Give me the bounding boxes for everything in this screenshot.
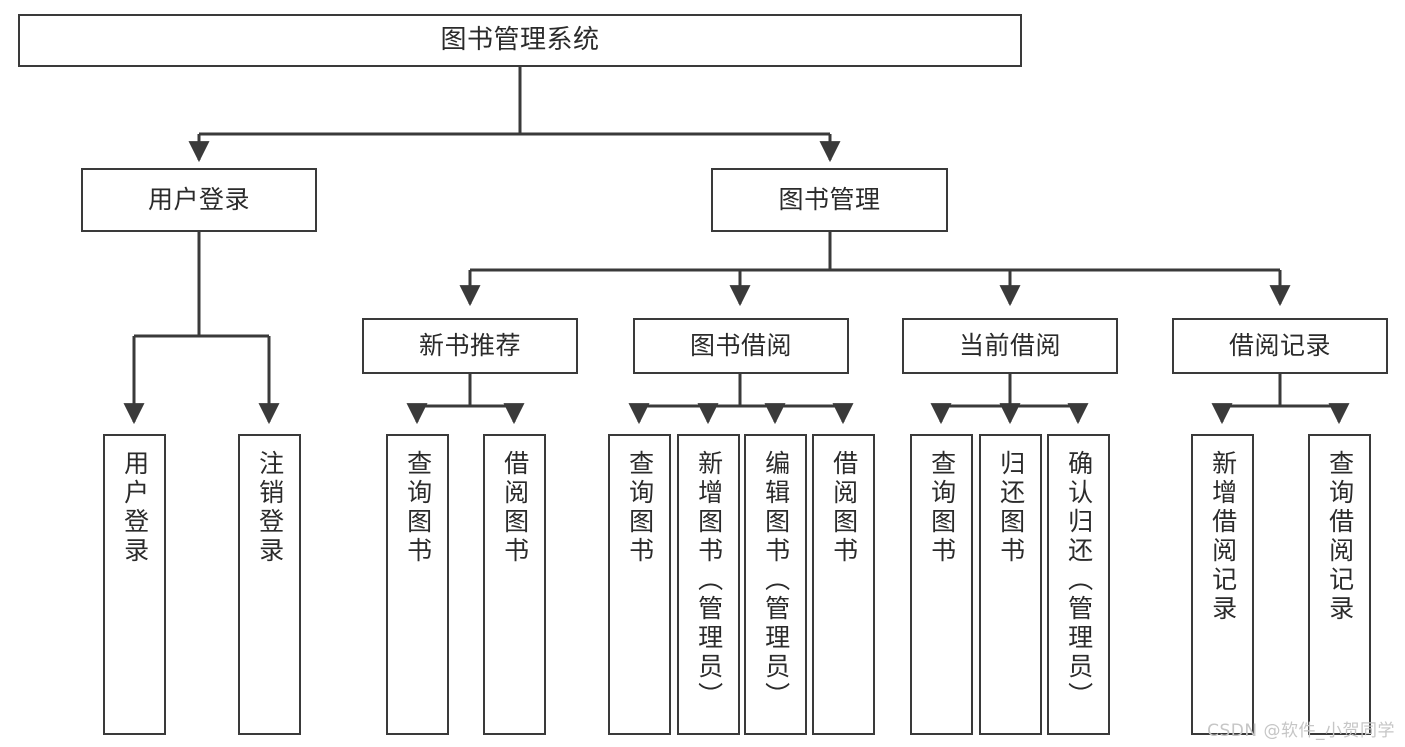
node-label: 查询图书 [927, 450, 957, 566]
node-label: 编辑图书（管理员） [761, 450, 791, 711]
node-label: 新增图书（管理员） [694, 450, 724, 711]
node-label: 归还图书 [996, 450, 1026, 566]
leaf-add-borrow-record[interactable]: 新增借阅记录 [1191, 434, 1254, 735]
node-label: 新增借阅记录 [1208, 450, 1238, 624]
node-label: 查询借阅记录 [1325, 450, 1355, 624]
node-root-book-management-system[interactable]: 图书管理系统 [18, 14, 1022, 67]
node-label: 当前借阅 [958, 331, 1061, 361]
node-book-borrow[interactable]: 图书借阅 [633, 318, 849, 374]
node-label: 图书借阅 [689, 331, 792, 361]
node-user-login[interactable]: 用户登录 [81, 168, 317, 232]
leaf-edit-book-admin[interactable]: 编辑图书（管理员） [744, 434, 807, 735]
node-label: 用户登录 [120, 450, 150, 566]
node-label: 确认归还（管理员） [1064, 450, 1094, 711]
node-label: 借阅图书 [500, 450, 530, 566]
node-label: 注销登录 [255, 450, 285, 566]
node-book-management[interactable]: 图书管理 [711, 168, 948, 232]
leaf-logout[interactable]: 注销登录 [238, 434, 301, 735]
leaf-query-book-current[interactable]: 查询图书 [910, 434, 973, 735]
node-label: 新书推荐 [418, 331, 521, 361]
node-label: 查询图书 [403, 450, 433, 566]
leaf-query-borrow-record[interactable]: 查询借阅记录 [1308, 434, 1371, 735]
node-label: 查询图书 [625, 450, 655, 566]
node-borrow-record[interactable]: 借阅记录 [1172, 318, 1388, 374]
leaf-borrow-book-new[interactable]: 借阅图书 [483, 434, 546, 735]
leaf-confirm-return-admin[interactable]: 确认归还（管理员） [1047, 434, 1110, 735]
leaf-user-login[interactable]: 用户登录 [103, 434, 166, 735]
node-label: 借阅记录 [1228, 331, 1331, 361]
node-current-borrow[interactable]: 当前借阅 [902, 318, 1118, 374]
leaf-query-book-new[interactable]: 查询图书 [386, 434, 449, 735]
node-label: 用户登录 [147, 185, 250, 215]
node-new-book-recommend[interactable]: 新书推荐 [362, 318, 578, 374]
node-label: 图书管理 [778, 185, 881, 215]
node-label: 图书管理系统 [440, 25, 600, 56]
node-label: 借阅图书 [829, 450, 859, 566]
leaf-query-book-borrow[interactable]: 查询图书 [608, 434, 671, 735]
leaf-borrow-book[interactable]: 借阅图书 [812, 434, 875, 735]
leaf-add-book-admin[interactable]: 新增图书（管理员） [677, 434, 740, 735]
leaf-return-book[interactable]: 归还图书 [979, 434, 1042, 735]
